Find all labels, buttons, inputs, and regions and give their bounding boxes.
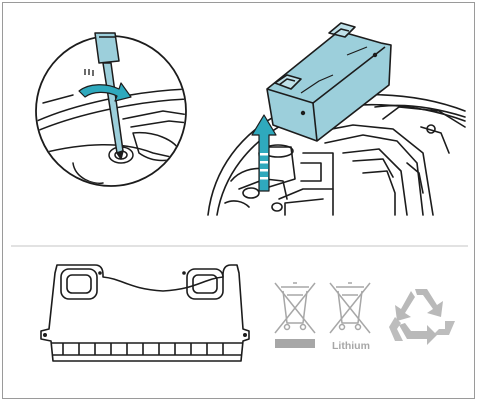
lithium-label: Lithium <box>332 340 370 352</box>
rotate-arrow-icon <box>78 69 132 102</box>
crossed-bin-icon <box>274 282 316 348</box>
battery-removal-illustration <box>35 22 466 216</box>
recycle-icon <box>389 289 455 345</box>
battery-pack <box>266 22 392 142</box>
battery-outline <box>40 264 250 362</box>
detail-magnifier <box>35 32 187 187</box>
instruction-panel: Lithium <box>2 2 475 399</box>
section-divider <box>11 245 468 247</box>
crossed-bin-lithium-icon <box>329 282 371 334</box>
disposal-section: Lithium <box>40 264 455 362</box>
robot-body <box>207 93 466 216</box>
lift-arrow-icon <box>251 114 277 192</box>
